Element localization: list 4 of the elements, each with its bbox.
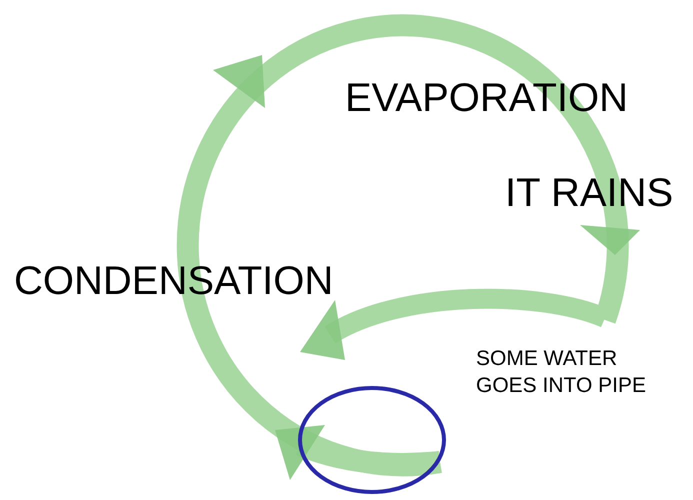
- stage-label: IT RAINS: [505, 173, 674, 213]
- stage-label: SOME WATER GOES INTO PIPE: [476, 346, 647, 400]
- stage-label: CONDENSATION: [14, 261, 334, 301]
- stage-label: EVAPORATION: [345, 78, 628, 118]
